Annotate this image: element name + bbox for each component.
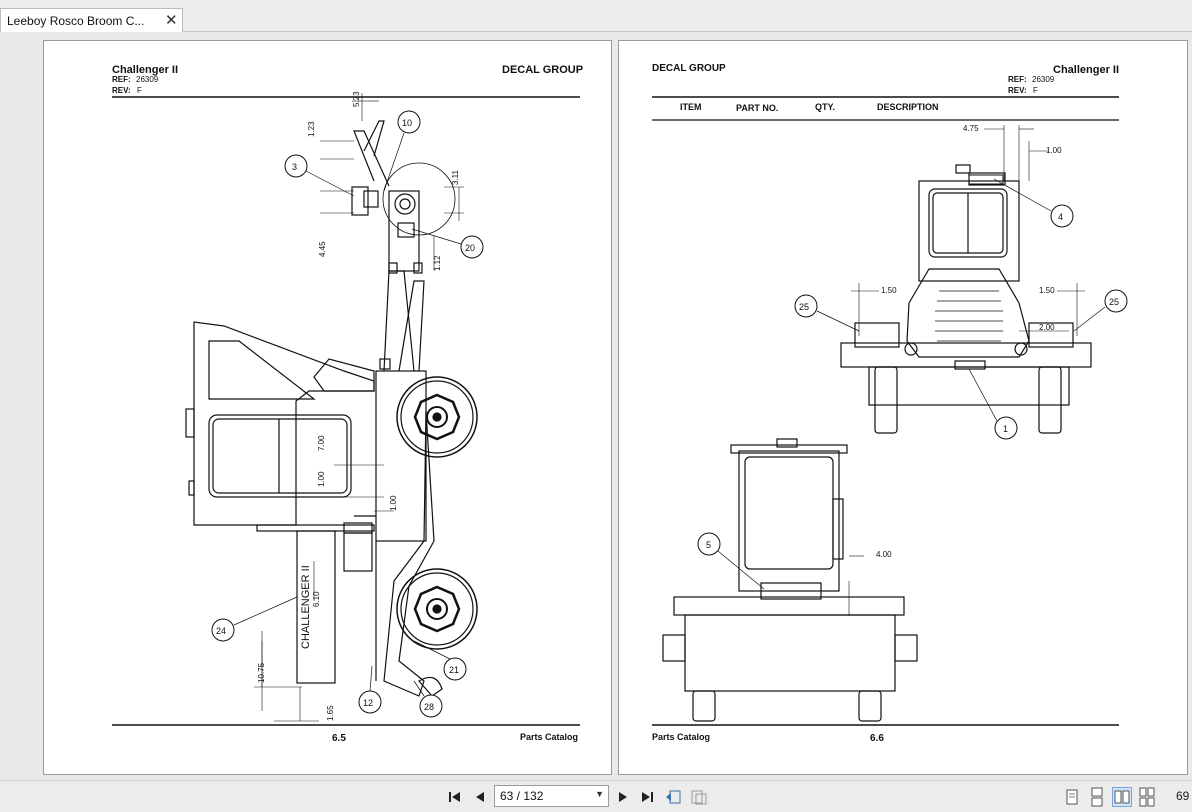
callout-10-label: 10: [402, 118, 413, 128]
dim-1-65: 1.65: [326, 705, 335, 721]
dim-4-75: 4.75: [963, 124, 979, 133]
col-item: ITEM: [680, 102, 702, 112]
dim-1-00-b: 1.00: [389, 495, 398, 511]
footer-label: Parts Catalog: [520, 732, 579, 742]
callout-10: [397, 110, 421, 134]
dim-6-10: 6.10: [312, 591, 321, 607]
dim-10-75: 10.75: [257, 662, 266, 683]
facing-view-button[interactable]: [1112, 787, 1132, 807]
dim-4-45: 4.45: [318, 241, 327, 257]
dim-1-00-a: 1.00: [317, 471, 326, 487]
single-page-view-button[interactable]: [1062, 787, 1082, 807]
model-title: Challenger II: [112, 64, 179, 76]
dim-4-00: 4.00: [876, 550, 892, 559]
footer-label: Parts Catalog: [652, 732, 711, 742]
rev-label: REV:: [112, 86, 131, 95]
dim-2-00: 2.00: [1039, 323, 1055, 332]
previous-page-icon: [476, 792, 484, 802]
callout-28: [419, 694, 443, 718]
next-page-button[interactable]: [613, 787, 633, 807]
front-rear-drawing: [652, 96, 1128, 726]
document-viewer[interactable]: Challenger II REF: 26309 REV: F DECAL GR…: [0, 32, 1192, 780]
continuous-view-button[interactable]: [1087, 787, 1107, 807]
rev-value: F: [137, 86, 142, 95]
chevron-down-icon: ▼: [595, 789, 604, 799]
next-page-icon: [619, 792, 627, 802]
page-number: 6.6: [870, 733, 884, 744]
continuous-facing-icon: [1139, 787, 1155, 807]
callout-4-label: 4: [1058, 212, 1064, 222]
callout-1-label: 1: [1003, 424, 1009, 434]
col-description: DESCRIPTION: [877, 102, 939, 112]
continuous-facing-view-button[interactable]: [1137, 787, 1157, 807]
dim-1-00: 1.00: [1046, 146, 1062, 155]
callout-5-label: 5: [706, 540, 712, 550]
callout-20-label: 20: [465, 243, 476, 253]
callout-21: [443, 657, 467, 681]
callout-5: [697, 532, 721, 556]
zoom-level[interactable]: 69: [1176, 789, 1190, 803]
page-number-select[interactable]: 63 / 132 ▼: [494, 785, 609, 807]
col-qty: QTY.: [815, 102, 836, 112]
decal-text: CHALLENGER II: [300, 565, 312, 649]
callout-1: [994, 416, 1018, 440]
callout-3-label: 3: [292, 162, 298, 172]
ref-label: REF:: [112, 75, 131, 84]
back-view-icon: [666, 790, 681, 804]
forward-view-icon: [691, 790, 707, 805]
callout-25-right-label: 25: [1109, 297, 1120, 307]
callout-20: [460, 235, 484, 259]
group-title: DECAL GROUP: [652, 63, 726, 74]
model-title: Challenger II: [1053, 64, 1120, 76]
callout-4: [1050, 204, 1074, 228]
callout-28-label: 28: [424, 702, 435, 712]
facing-pages-icon: [1114, 790, 1130, 804]
page-left: Challenger II REF: 26309 REV: F DECAL GR…: [43, 40, 612, 775]
first-page-button[interactable]: [445, 787, 465, 807]
dim-5-23: 5.23: [352, 91, 361, 107]
callout-3: [284, 154, 308, 178]
dim-1-50-right: 1.50: [1039, 286, 1055, 295]
group-title: DECAL GROUP: [502, 64, 584, 76]
dim-3-11: 3.11: [451, 170, 460, 185]
dim-1-50-left: 1.50: [881, 286, 897, 295]
page-right: DECAL GROUP Challenger II REF: 26309 REV…: [618, 40, 1188, 775]
col-part-no: PART NO.: [736, 103, 779, 113]
first-page-icon: [449, 792, 460, 802]
callout-21-label: 21: [449, 665, 460, 675]
dim-1-23: 1.23: [307, 121, 316, 137]
ref-label: REF:: [1008, 75, 1027, 84]
side-view-drawing: [112, 93, 580, 726]
forward-view-button[interactable]: [689, 787, 709, 807]
tab-title: Leeboy Rosco Broom C...: [7, 13, 145, 28]
callout-12-label: 12: [363, 698, 374, 708]
back-view-button[interactable]: [664, 787, 684, 807]
dim-7-00: 7.00: [317, 435, 326, 451]
dim-1-12: 1.12: [433, 255, 442, 271]
ref-value: 26309: [1032, 75, 1055, 84]
rev-value: F: [1033, 86, 1038, 95]
callout-24: [211, 618, 235, 642]
callout-24-label: 24: [216, 626, 227, 636]
previous-page-button[interactable]: [470, 787, 490, 807]
ref-value: 26309: [136, 75, 159, 84]
page-indicator: 63 / 132: [500, 789, 544, 803]
page-number: 6.5: [332, 733, 346, 744]
status-bar: 63 / 132 ▼ 69: [0, 780, 1192, 812]
rev-label: REV:: [1008, 86, 1027, 95]
last-page-button[interactable]: [637, 787, 657, 807]
last-page-icon: [642, 792, 653, 802]
tab-bar: Leeboy Rosco Broom C... ✕: [0, 0, 1192, 32]
close-icon[interactable]: ✕: [165, 12, 178, 29]
callout-25-right: [1104, 289, 1128, 313]
callout-25-left-label: 25: [799, 302, 810, 312]
callout-25-left: [794, 294, 818, 318]
continuous-page-icon: [1091, 787, 1103, 807]
single-page-icon: [1066, 789, 1078, 805]
document-tab[interactable]: Leeboy Rosco Broom C... ✕: [0, 8, 183, 32]
